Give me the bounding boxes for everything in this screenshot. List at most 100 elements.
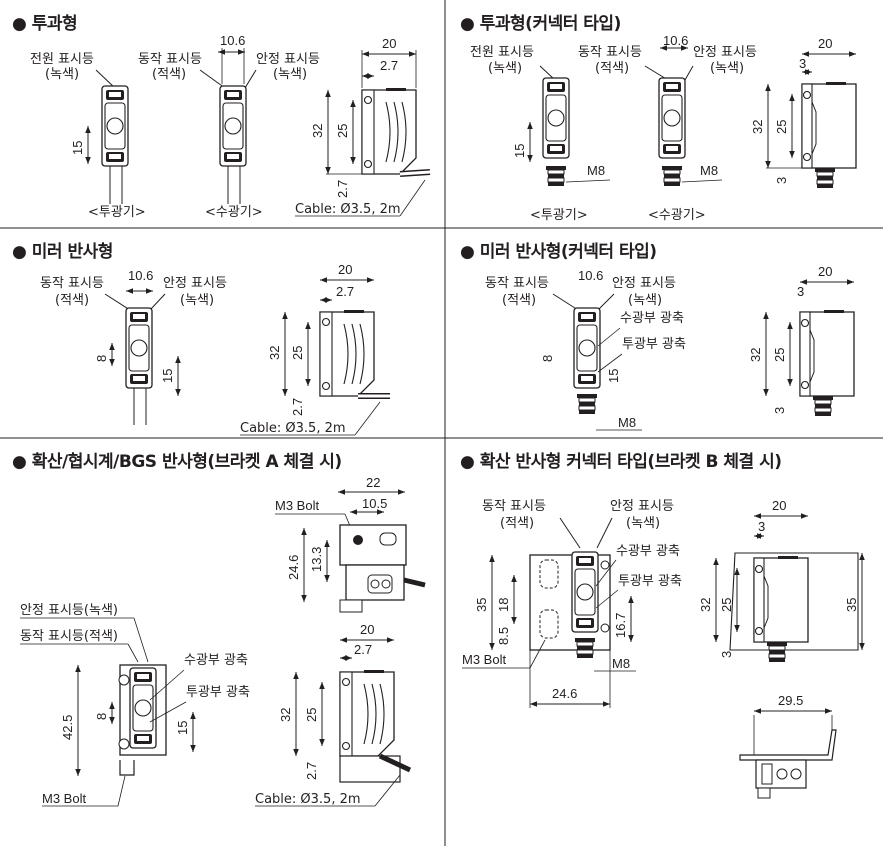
front-view — [125, 307, 153, 389]
green-note: (녹색) — [488, 61, 522, 76]
red-note: (적색) — [152, 67, 186, 82]
dim-offset: 3 — [758, 519, 765, 534]
dim-bottom: 2.7 — [290, 398, 305, 416]
dim-len: 20 — [338, 262, 352, 277]
side-view — [319, 309, 375, 397]
cable-note: Cable: Ø3.5, 2m — [295, 202, 401, 217]
dim-width: 10.6 — [578, 268, 603, 283]
receiver-front-view — [658, 77, 686, 159]
dim-w295: 29.5 — [778, 693, 803, 708]
section-title-2: ● 투과형(커넥터 타입) — [460, 14, 622, 34]
dim-len: 20 — [382, 36, 396, 51]
section-1-drawing: 전원 표시등 (녹색) 동작 표시등 (적색) 안정 표시등 (녹색) 10.6… — [30, 33, 431, 220]
dim-lens: 15 — [512, 144, 527, 158]
dim-height: 32 — [310, 124, 325, 138]
bracket-b-top — [739, 729, 837, 761]
emitter-front-view — [101, 85, 129, 167]
connector — [574, 637, 596, 659]
receiver-front-view — [219, 85, 247, 167]
side-view — [801, 81, 857, 169]
side-connector — [814, 167, 836, 189]
emitter-caption: <투광기> — [530, 208, 588, 223]
bracket-a-side — [339, 755, 401, 783]
section-title-6: ● 확산 반사형 커넥터 타입(브라켓 B 체결 시) — [460, 452, 782, 472]
cable-note: Cable: Ø3.5, 2m — [240, 421, 346, 436]
m8-label-2: M8 — [700, 163, 718, 178]
dim-offset: 3 — [797, 284, 804, 299]
dim-h35r: 35 — [844, 598, 859, 612]
dim-width: 10.6 — [220, 33, 245, 48]
stable-led-label: 안정 표시등 — [256, 52, 320, 67]
dim-len: 20 — [360, 622, 374, 637]
emitter-front-view — [542, 77, 570, 159]
dim-lens: 15 — [606, 369, 621, 383]
tx-axis-label: 투광부 광축 — [622, 337, 686, 352]
front-view — [129, 667, 157, 749]
dim-inner: 25 — [772, 348, 787, 362]
m8-label: M8 — [612, 656, 630, 671]
red-note: (적색) — [55, 293, 89, 308]
green-note-2: (녹색) — [710, 61, 744, 76]
dim-inner: 25 — [719, 598, 734, 612]
section-3-drawing: 동작 표시등 (적색) 안정 표시등 (녹색) 10.6 8 15 20 2.7… — [40, 262, 390, 436]
dim-bottom: 2.7 — [304, 762, 319, 780]
receiver-caption: <수광기> — [648, 208, 706, 223]
dim-len: 20 — [818, 36, 832, 51]
m3-label: M3 Bolt — [275, 498, 319, 513]
section-title-5: ● 확산/협시계/BGS 반사형(브라켓 A 체결 시) — [12, 452, 342, 472]
section-5-drawing: 22 10.5 M3 Bolt 24.6 13.3 안정 표시등(녹색) 동작 … — [20, 475, 426, 807]
dim-h35: 35 — [474, 598, 489, 612]
emitter-connector — [545, 165, 567, 187]
section-title-1: ● 투과형 — [12, 14, 78, 34]
dim-bottom: 3 — [719, 651, 734, 658]
dim-top-h2: 13.3 — [309, 547, 324, 572]
dim-offset: 2.7 — [380, 58, 398, 73]
title-text: 투과형 — [31, 14, 78, 34]
dim-lens-gap: 8 — [540, 355, 555, 362]
action-led-label: 동작 표시등 — [485, 276, 549, 291]
front-view — [573, 307, 601, 389]
dim-bottom: 3 — [774, 177, 789, 184]
red-note: (적색) — [502, 293, 536, 308]
dim-inner: 25 — [774, 120, 789, 134]
side-connector — [766, 641, 788, 663]
dim-h18: 18 — [496, 598, 511, 612]
m8-label: M8 — [587, 163, 605, 178]
bracket-top — [339, 524, 407, 566]
dim-h167: 16.7 — [613, 613, 628, 638]
tx-axis-label: 투광부 광축 — [618, 574, 682, 589]
stable-led-label: 안정 표시등(녹색) — [20, 603, 118, 618]
m3-label: M3 Bolt — [462, 652, 506, 667]
side-view — [799, 309, 855, 397]
dim-offset: 3 — [799, 56, 806, 71]
dim-height: 32 — [267, 346, 282, 360]
receiver-caption: <수광기> — [205, 205, 263, 220]
red-note: (적색) — [595, 61, 629, 76]
m8-label: M8 — [618, 415, 636, 430]
dim-bottom: 2.7 — [335, 180, 350, 198]
section-4-drawing: 동작 표시등 (적색) 안정 표시등 (녹색) 10.6 수광부 광축 투광부 … — [485, 264, 855, 431]
dim-height: 32 — [748, 348, 763, 362]
rx-axis-label: 수광부 광축 — [620, 311, 684, 326]
side-view — [339, 669, 395, 757]
dim-h85: 8.5 — [496, 627, 511, 645]
action-led-label: 동작 표시등 — [482, 499, 546, 514]
dim-lens: 15 — [160, 369, 175, 383]
rx-axis-label: 수광부 광축 — [184, 653, 248, 668]
dim-lens: 15 — [175, 721, 190, 735]
title-text: 투과형(커넥터 타입) — [479, 14, 622, 34]
green-note: (녹색) — [180, 293, 214, 308]
dim-height: 32 — [750, 120, 765, 134]
dim-inner: 25 — [304, 708, 319, 722]
action-led-label: 동작 표시등 — [138, 52, 202, 67]
dim-inner: 25 — [335, 124, 350, 138]
stable-led-label: 안정 표시등 — [163, 276, 227, 291]
dim-top-w2: 10.5 — [362, 496, 387, 511]
receiver-connector — [661, 165, 683, 187]
stable-led-label: 안정 표시등 — [610, 499, 674, 514]
section-title-3: ● 미러 반사형 — [12, 242, 113, 262]
dim-len: 20 — [772, 498, 786, 513]
stable-led-label: 안정 표시등 — [693, 45, 757, 60]
section-6-drawing: 동작 표시등 (적색) 안정 표시등 (녹색) 수광부 광축 투광부 광축 35… — [462, 498, 865, 799]
